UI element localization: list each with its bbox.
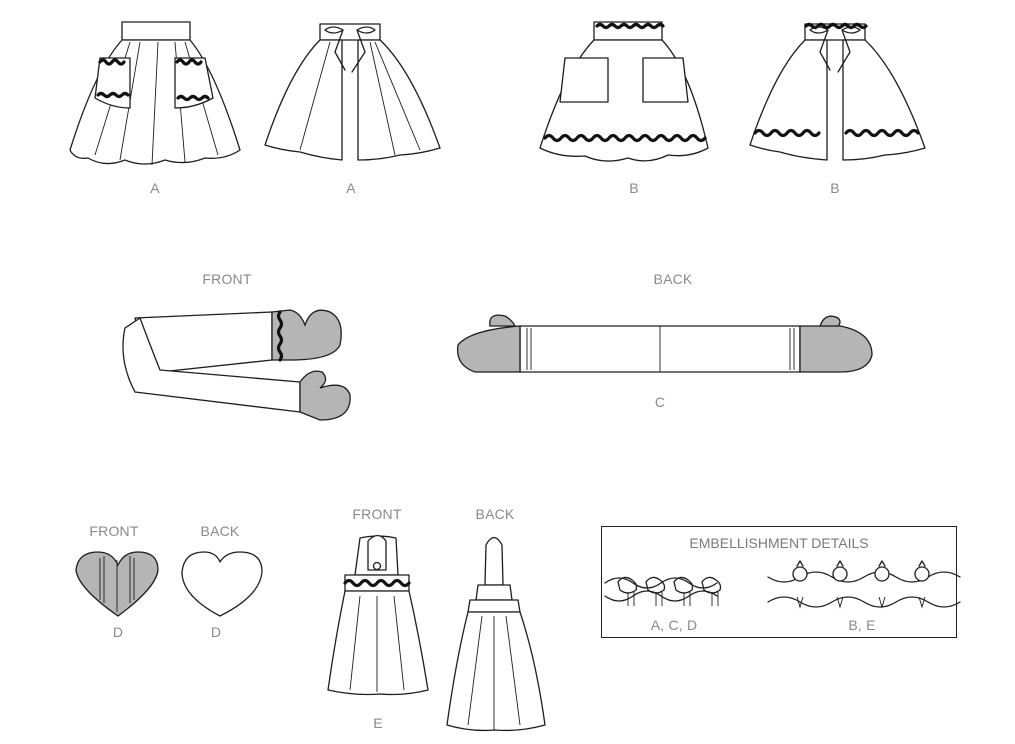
apron-a-back-drawing	[264, 23, 441, 161]
embellishment-right-caption: B, E	[848, 617, 876, 633]
oven-mitt-back-drawing	[456, 314, 873, 373]
apron-a-front-drawing	[69, 21, 241, 166]
apron-a-back-view-label: A	[346, 180, 356, 196]
mitt-front-heading: FRONT	[202, 271, 252, 287]
pot-holder-back-drawing	[181, 551, 263, 617]
apron-b-front-view-label: B	[629, 180, 639, 196]
embellishment-details-box: EMBELLISHMENT DETAILS	[601, 526, 957, 638]
embellishment-right-chicks	[767, 560, 961, 609]
embellishment-left-birds	[604, 576, 722, 606]
towel-back-drawing	[446, 536, 546, 732]
embellishment-left-caption: A, C, D	[650, 617, 698, 633]
towel-back-heading: BACK	[475, 506, 515, 522]
apron-b-front-drawing	[539, 21, 709, 162]
pot-holder-front-drawing	[75, 551, 159, 617]
towel-front-drawing	[327, 534, 429, 696]
oven-mitt-front-drawing	[122, 309, 351, 421]
mitt-view-label: C	[654, 394, 666, 410]
pot-holder-front-heading: FRONT	[89, 523, 139, 539]
towel-front-heading: FRONT	[352, 506, 402, 522]
pot-holder-back-view-label: D	[210, 624, 222, 640]
mitt-back-heading: BACK	[653, 271, 693, 287]
apron-a-front-view-label: A	[150, 180, 160, 196]
apron-b-back-drawing	[749, 22, 926, 161]
towel-view-label: E	[373, 715, 383, 731]
pot-holder-front-view-label: D	[112, 624, 124, 640]
apron-b-back-view-label: B	[830, 180, 840, 196]
pot-holder-back-heading: BACK	[200, 523, 240, 539]
embellishment-title: EMBELLISHMENT DETAILS	[689, 535, 869, 551]
